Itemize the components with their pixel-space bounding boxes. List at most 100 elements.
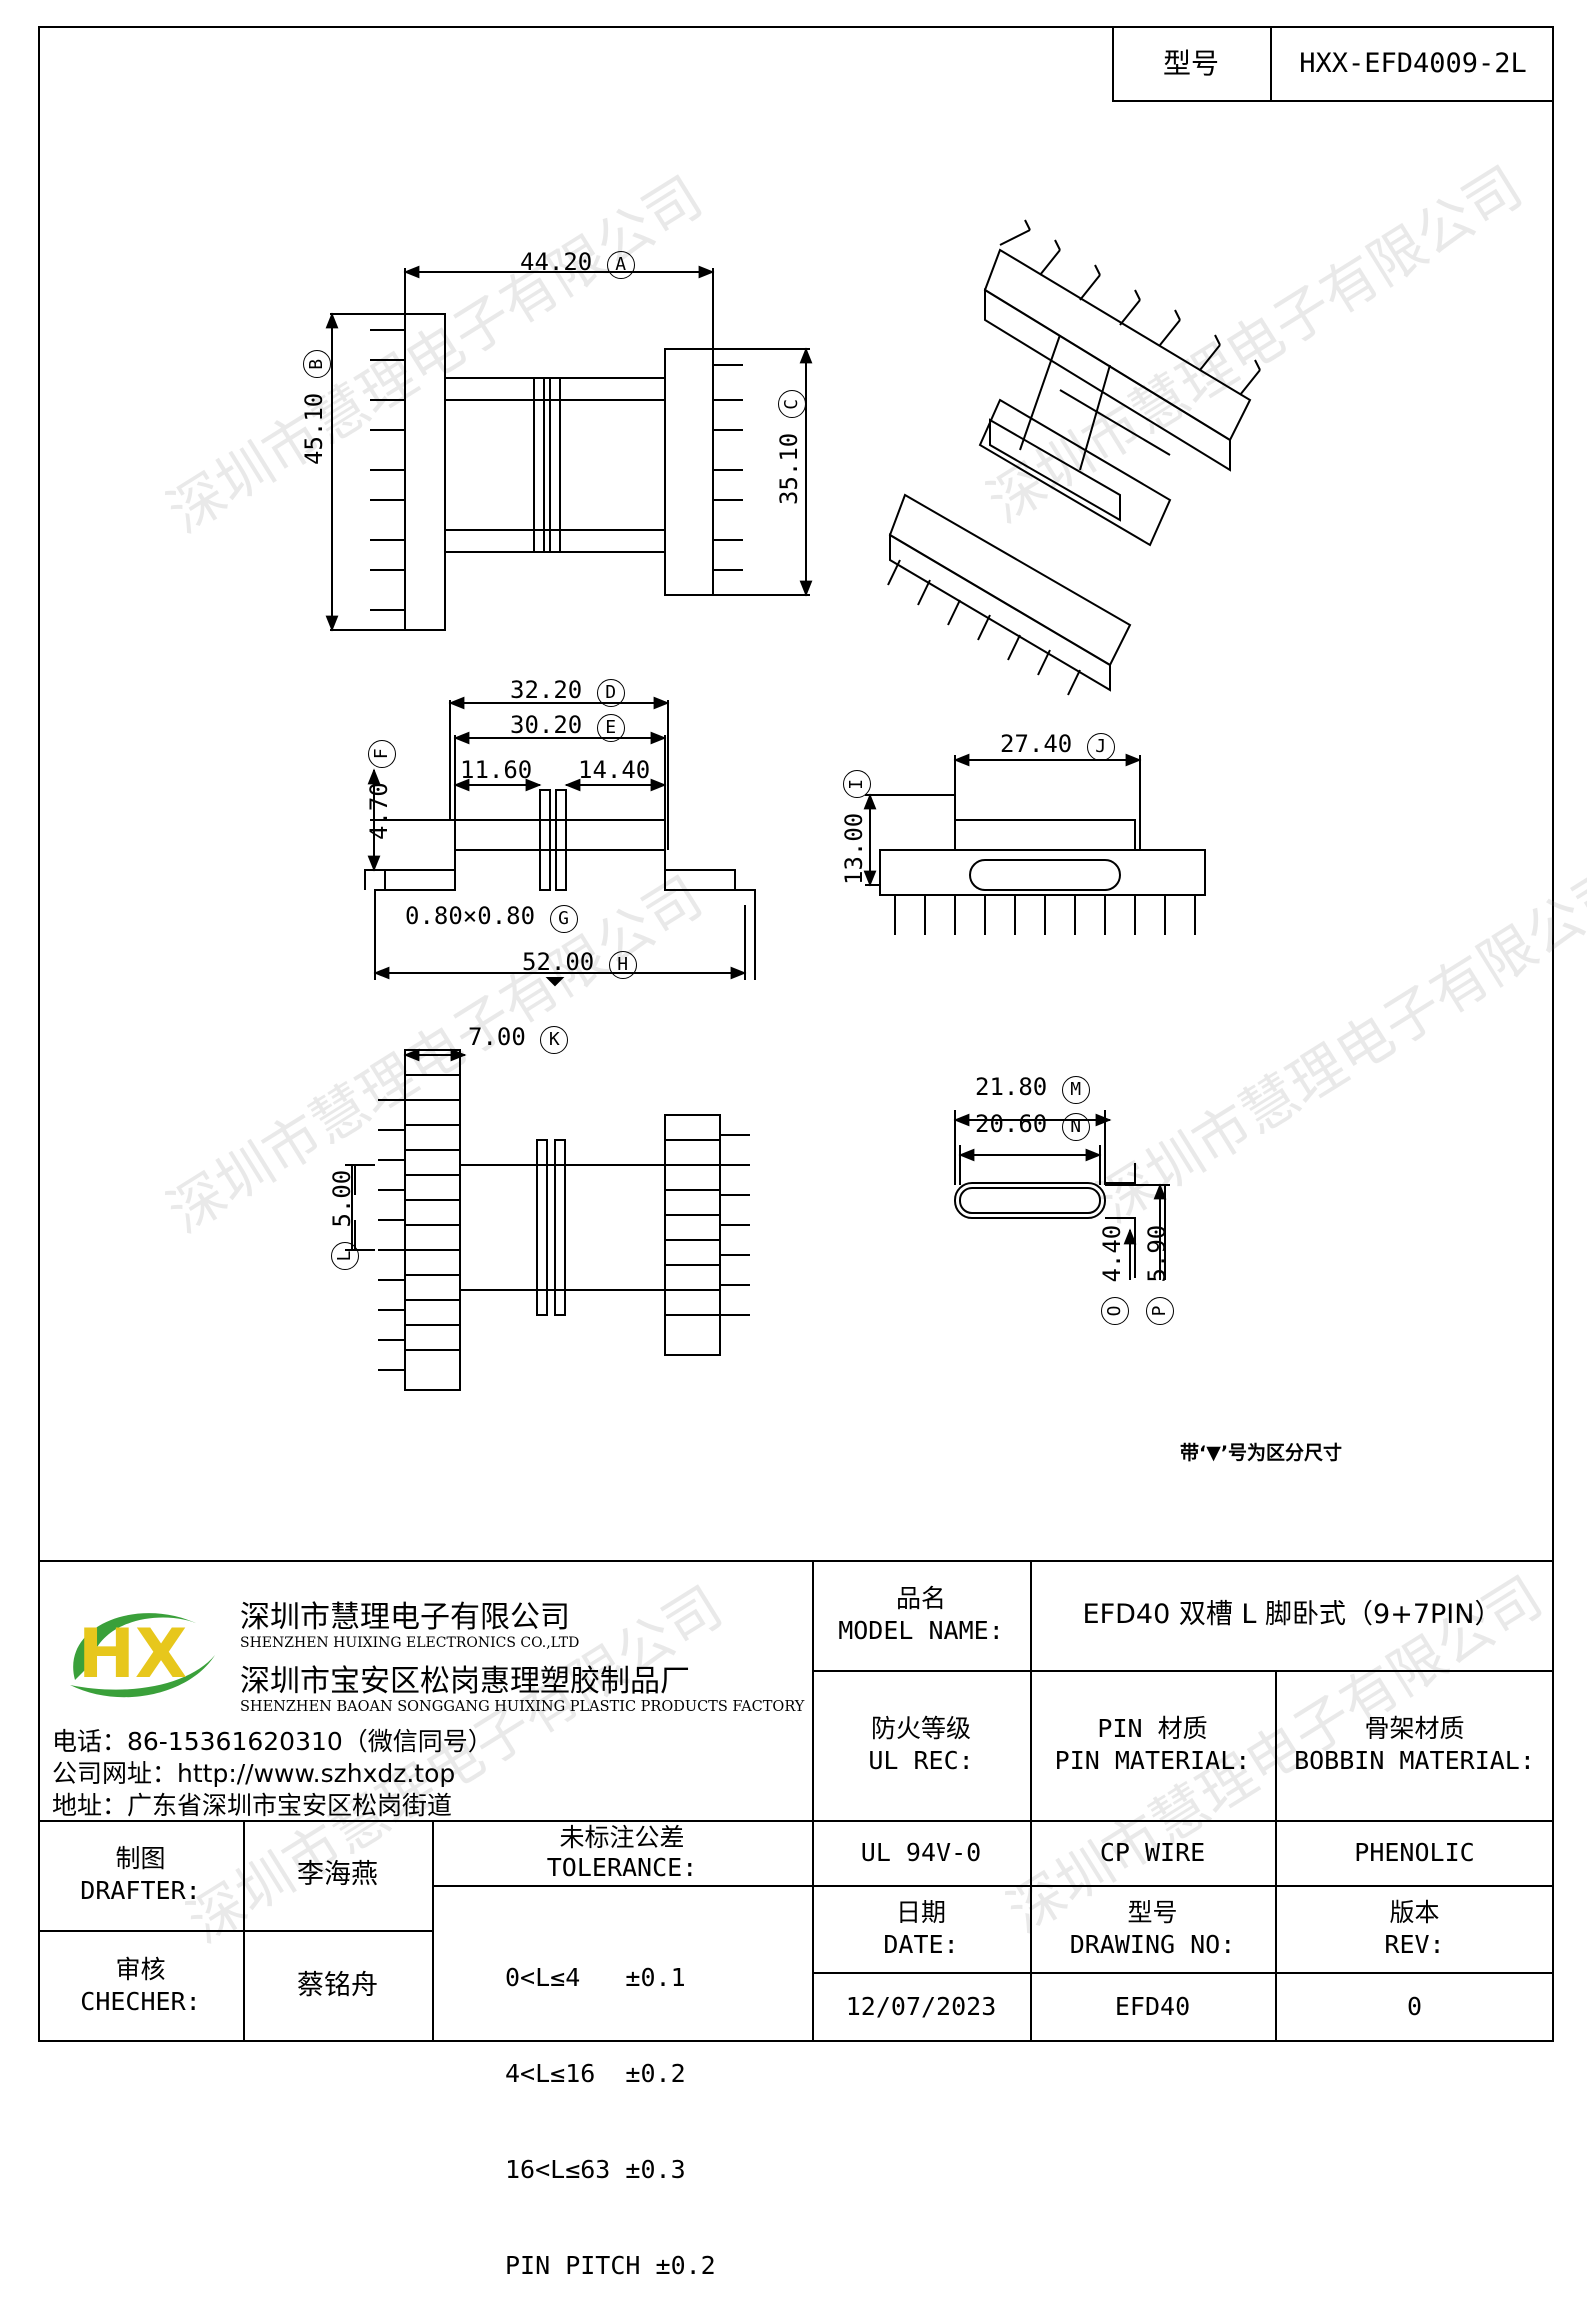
bottom-view	[345, 1048, 750, 1391]
date-value: 12/07/2023	[845, 1992, 997, 2021]
company-address: 地址：广东省深圳市宝安区松岗街道	[52, 1791, 453, 1820]
dim-b-marker: B	[303, 350, 331, 379]
dim-h: 52.00 H	[522, 948, 637, 979]
tb-main-divider	[812, 1560, 814, 2042]
drawing-frame	[38, 26, 1554, 2042]
tb-line-col2	[1030, 1670, 1032, 2042]
bobbin-material-label-en: BOBBIN MATERIAL:	[1294, 1746, 1535, 1775]
dim-c: 35.10 C	[775, 390, 806, 505]
dim-m-marker: M	[1061, 1076, 1090, 1104]
dim-e1: 11.60	[460, 756, 533, 784]
checker-label: 审核 CHECHER:	[38, 1930, 243, 2042]
model-name-value: EFD40 双槽 L 脚卧式（9+7PIN）	[1082, 1599, 1502, 1630]
model-header-divider	[1270, 26, 1272, 102]
ul-rec-label-en: UL REC:	[868, 1746, 974, 1775]
tb-top-line	[38, 1560, 1554, 1562]
company-logo: HX	[50, 1585, 220, 1715]
checker-label-en: CHECHER:	[80, 1987, 201, 2016]
dim-a: 44.20 A	[520, 248, 635, 279]
drafter-label: 制图 DRAFTER:	[38, 1820, 243, 1930]
bobbin-material-value: PHENOLIC	[1354, 1837, 1475, 1867]
dim-j: 27.40 J	[1000, 730, 1115, 761]
tolerance-line: PIN PITCH ±0.2	[505, 2251, 716, 2280]
tb-line-5	[38, 1930, 432, 1932]
date-label-en: DATE:	[883, 1929, 959, 1959]
section-view	[953, 1110, 1170, 1280]
factory-name-cn: 深圳市宝安区松岗惠理塑胶制品厂	[240, 1664, 690, 1699]
dim-f-marker: F	[368, 739, 396, 768]
dim-n-value: 20.60	[975, 1110, 1048, 1138]
dim-n-marker: N	[1061, 1113, 1090, 1141]
dim-e: 30.20 E	[510, 711, 625, 742]
dim-j-value: 27.40	[1000, 730, 1073, 758]
tolerance-label-cn: 未标注公差	[559, 1822, 685, 1852]
tb-line-1	[812, 1670, 1554, 1672]
dim-e2: 14.40	[578, 756, 651, 784]
dim-l-value: 5.00	[328, 1169, 356, 1228]
date-label-cn: 日期	[895, 1897, 946, 1927]
dim-b-value: 45.10	[300, 392, 328, 465]
dim-p-marker: P	[1146, 1297, 1174, 1325]
tb-line-drafter	[243, 1820, 245, 2042]
tolerance-label-en: TOLERANCE:	[546, 1852, 698, 1882]
model-header-box	[1112, 26, 1554, 102]
pin-material-label: PIN 材质 PIN MATERIAL:	[1030, 1670, 1275, 1820]
drafter-label-cn: 制图	[115, 1844, 166, 1873]
ul-rec-label: 防火等级 UL REC:	[812, 1670, 1030, 1820]
dim-d: 32.20 D	[510, 676, 625, 707]
rev-value: 0	[1406, 1992, 1423, 2021]
dim-n: 20.60 N	[975, 1110, 1090, 1141]
tb-line-tol	[432, 1885, 812, 1887]
tolerance-label: 未标注公差 TOLERANCE:	[432, 1820, 812, 1885]
dim-d-marker: D	[596, 679, 625, 707]
rev-label-cn: 版本	[1389, 1897, 1440, 1927]
ul-rec-label-cn: 防火等级	[870, 1714, 971, 1743]
dim-k-value: 7.00	[468, 1023, 526, 1051]
dim-a-value: 44.20	[520, 248, 593, 276]
tolerance-values: 0<L≤4 ±0.1 4<L≤16 ±0.2 16<L≤63 ±0.3 PIN …	[505, 1898, 716, 2314]
dim-o: O 4.40	[1098, 1225, 1129, 1325]
dim-m-value: 21.80	[975, 1073, 1048, 1101]
dim-f-value: 4.70	[365, 782, 393, 840]
technical-drawing	[325, 219, 1261, 1391]
dim-f: 4.70 F	[365, 739, 396, 840]
dim-k-marker: K	[540, 1026, 569, 1054]
drafter-value: 李海燕	[297, 1859, 378, 1890]
pin-material-value: CP WIRE	[1099, 1837, 1206, 1867]
note-text: 带‘▼’号为区分尺寸	[1180, 1442, 1343, 1464]
model-label: 型号	[1162, 47, 1219, 80]
dim-a-marker: A	[606, 251, 635, 279]
dim-p-value: 5.90	[1143, 1224, 1171, 1283]
company-name-en: SHENZHEN HUIXING ELECTRONICS CO.,LTD	[240, 1635, 580, 1651]
model-name-label: 品名 MODEL NAME:	[812, 1560, 1030, 1670]
tb-line-2	[38, 1820, 1554, 1822]
drafter-label-en: DRAFTER:	[80, 1876, 201, 1905]
tb-line-tolerance	[432, 1820, 434, 2042]
model-name-label-cn: 品名	[895, 1584, 946, 1613]
dim-p: P 5.90	[1143, 1225, 1174, 1325]
front-view	[364, 696, 756, 987]
drawing-no-label: 型号 DRAWING NO:	[1030, 1885, 1275, 1972]
dim-l: L 5.00	[328, 1170, 359, 1270]
dim-l-marker: L	[331, 1242, 359, 1270]
model-name-label-en: MODEL NAME:	[838, 1616, 1004, 1645]
pin-material-label-en: PIN MATERIAL:	[1054, 1746, 1251, 1775]
tolerance-line: 0<L≤4 ±0.1	[505, 1963, 686, 1992]
rev-label: 版本 REV:	[1275, 1885, 1554, 1972]
dim-h-value: 52.00	[522, 948, 595, 976]
dim-g-marker: G	[549, 905, 578, 933]
dim-h-marker: H	[608, 951, 637, 979]
company-phone: 电话：86-15361620310（微信同号）	[52, 1727, 493, 1756]
dim-j-marker: J	[1086, 733, 1115, 761]
dim-e-marker: E	[596, 714, 625, 742]
logo-graphic: HX	[70, 1613, 215, 1698]
ul-rec-value: UL 94V-0	[860, 1837, 982, 1867]
drawing-no-value: EFD40	[1114, 1992, 1191, 2021]
dim-g-value: 0.80×0.80	[405, 902, 536, 930]
tb-line-col3	[1275, 1670, 1277, 2042]
dim-i-value: 13.00	[840, 812, 868, 885]
tb-line-4	[812, 1972, 1554, 1974]
dim-i: 13.00 I	[840, 770, 871, 885]
company-website: 公司网址：http://www.szhxdz.top	[52, 1759, 456, 1788]
dim-o-marker: O	[1101, 1297, 1129, 1325]
